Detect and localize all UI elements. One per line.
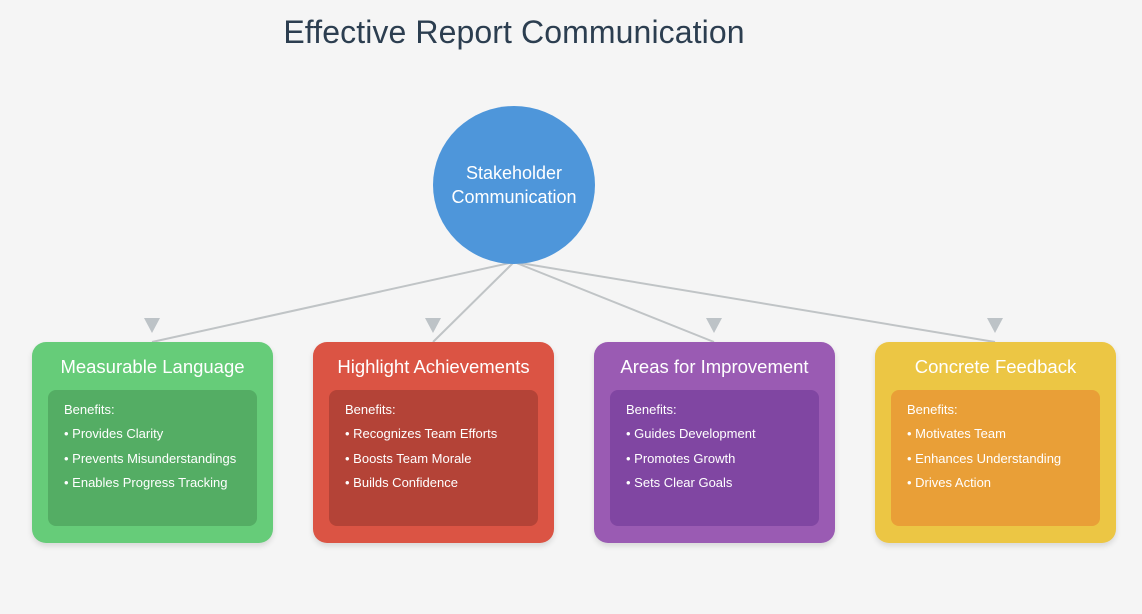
arrow-down-icon bbox=[425, 318, 441, 333]
arrow-down-icon bbox=[706, 318, 722, 333]
card-title: Measurable Language bbox=[60, 356, 245, 377]
benefit-item: • Drives Action bbox=[907, 475, 992, 490]
connector-line-areas-for-improvement bbox=[513, 261, 715, 343]
card-highlight-achievements: Highlight Achievements Benefits: • Recog… bbox=[313, 342, 554, 543]
card-measurable-language: Measurable Language Benefits: • Provides… bbox=[32, 342, 273, 543]
benefit-item: • Enhances Understanding bbox=[907, 450, 1062, 466]
benefits-panel: Benefits: • Guides Development • Promote… bbox=[610, 390, 819, 526]
arrow-down-icon bbox=[144, 318, 160, 333]
benefits-heading: Benefits: bbox=[626, 402, 677, 417]
benefits-heading: Benefits: bbox=[345, 402, 396, 417]
benefits-heading: Benefits: bbox=[907, 402, 958, 417]
hub-label-line-1: Stakeholder bbox=[465, 163, 563, 183]
connector-line-measurable-language bbox=[151, 261, 515, 343]
arrow-down-icon bbox=[987, 318, 1003, 333]
hub-label-line-2: Communication bbox=[451, 187, 577, 207]
hub-stakeholder-communication: Stakeholder Communication bbox=[433, 106, 595, 264]
benefits-panel: Benefits: • Recognizes Team Efforts • Bo… bbox=[329, 390, 538, 526]
card-title: Concrete Feedback bbox=[914, 356, 1077, 377]
benefit-item: • Motivates Team bbox=[907, 426, 1006, 441]
card-title: Highlight Achievements bbox=[337, 356, 530, 377]
benefit-item: • Builds Confidence bbox=[345, 475, 458, 490]
benefit-item: • Enables Progress Tracking bbox=[64, 475, 228, 490]
card-areas-for-improvement: Areas for Improvement Benefits: • Guides… bbox=[594, 342, 835, 543]
benefits-panel: Benefits: • Provides Clarity • Prevents … bbox=[48, 390, 257, 526]
benefits-panel: Benefits: • Motivates Team • Enhances Un… bbox=[891, 390, 1100, 526]
card-concrete-feedback: Concrete Feedback Benefits: • Motivates … bbox=[875, 342, 1116, 543]
benefits-heading: Benefits: bbox=[64, 402, 115, 417]
benefit-item: • Provides Clarity bbox=[64, 426, 164, 441]
benefits-list: • Guides Development • Promotes Growth •… bbox=[626, 426, 756, 500]
benefits-list: • Provides Clarity • Prevents Misunderst… bbox=[64, 426, 236, 500]
benefit-item: • Guides Development bbox=[626, 426, 756, 441]
benefit-item: • Recognizes Team Efforts bbox=[345, 426, 498, 441]
benefit-item: • Prevents Misunderstandings bbox=[64, 450, 237, 466]
connector-line-concrete-feedback bbox=[513, 261, 996, 343]
benefit-item: • Boosts Team Morale bbox=[345, 450, 472, 466]
benefit-item: • Sets Clear Goals bbox=[626, 475, 733, 490]
benefits-list: • Motivates Team • Enhances Understandin… bbox=[907, 426, 1061, 500]
card-title: Areas for Improvement bbox=[620, 356, 809, 377]
benefit-item: • Promotes Growth bbox=[626, 450, 736, 466]
connector-line-highlight-achievements bbox=[432, 261, 515, 343]
benefits-list: • Recognizes Team Efforts • Boosts Team … bbox=[345, 426, 497, 500]
page-title: Effective Report Communication bbox=[283, 14, 745, 50]
